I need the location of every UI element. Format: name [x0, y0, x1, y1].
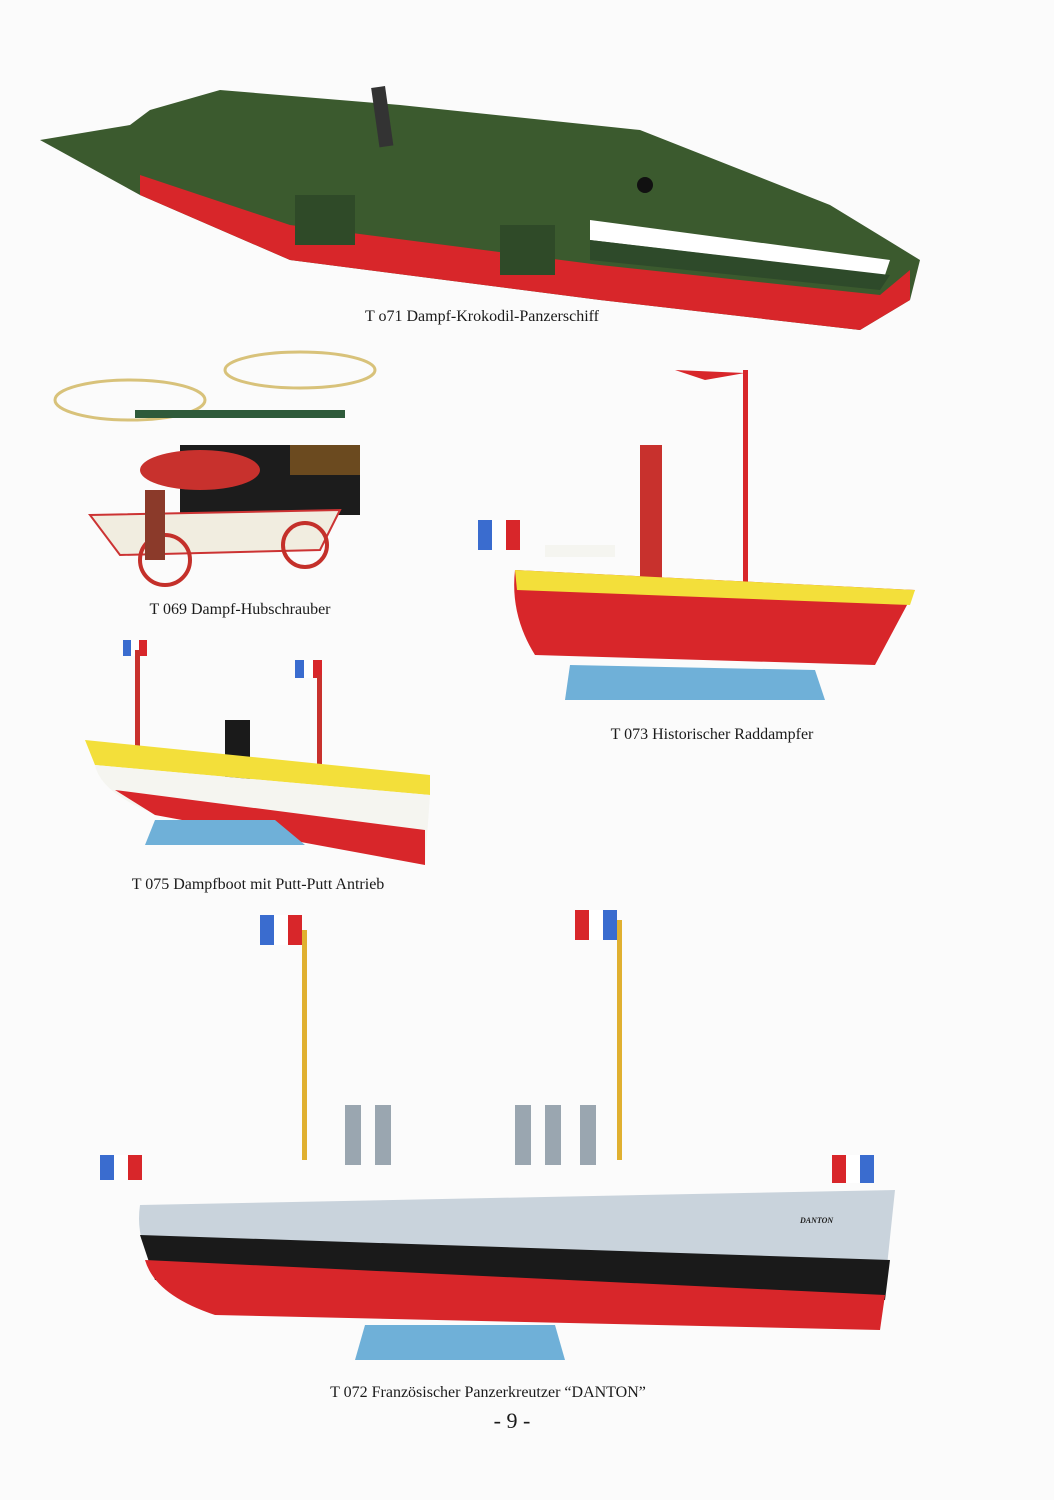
page-number: - 9 -	[493, 1408, 531, 1433]
photo-steam-helicopter	[53, 350, 377, 587]
caption-t069: T 069 Dampf-Hubschrauber	[149, 601, 331, 618]
caption-t075: T 075 Dampfboot mit Putt-Putt Antrieb	[131, 876, 385, 893]
photo-paddle-steamer	[478, 370, 915, 700]
photo-crocodile-ship	[40, 86, 920, 330]
caption-t071: T o71 Dampf-Krokodil-Panzerschiff	[364, 308, 600, 325]
photo-putt-putt-boat	[85, 640, 430, 865]
caption-t073: T 073 Historischer Raddampfer	[610, 726, 814, 743]
photo-danton-cruiser: DANTON	[100, 910, 895, 1360]
caption-t072: T 072 Französischer Panzerkreutzer “DANT…	[330, 1384, 646, 1401]
hull-name-label: DANTON	[799, 1216, 834, 1225]
